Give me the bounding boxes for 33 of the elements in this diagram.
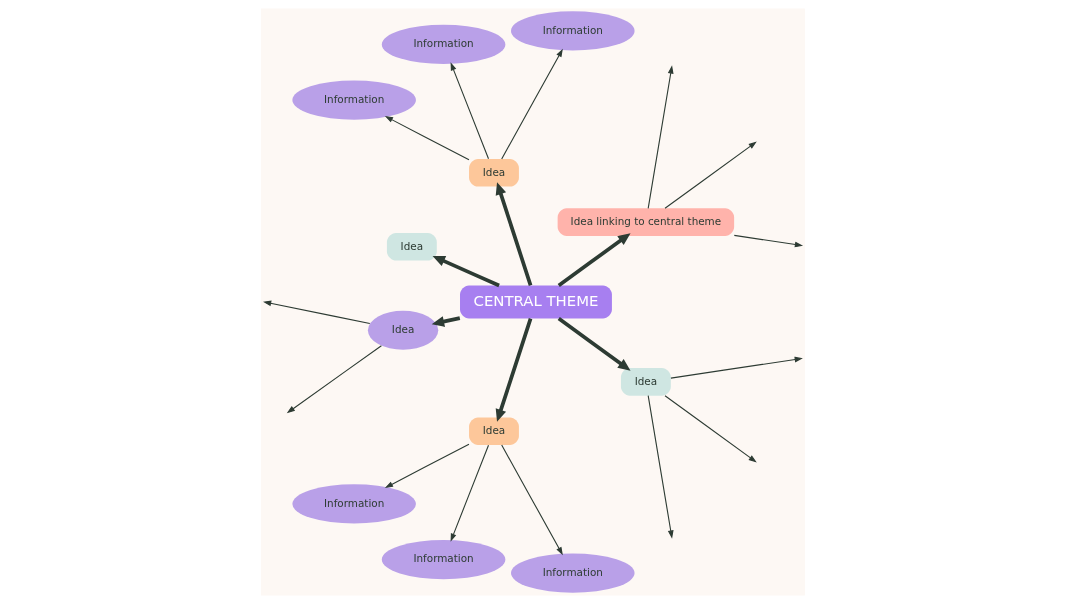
arrow: [500, 48, 563, 160]
node-ellipse: Information: [381, 539, 505, 580]
arrow: [557, 317, 631, 371]
arrow: [500, 444, 563, 556]
arrow: [669, 356, 803, 379]
node-box: Idea: [620, 368, 671, 396]
arrow: [647, 65, 674, 209]
node-box: Idea: [386, 232, 437, 261]
arrow: [286, 345, 382, 414]
node-box: CENTRAL THEME: [459, 285, 612, 319]
node-ellipse: Information: [510, 11, 635, 51]
arrow: [495, 318, 532, 422]
arrow: [663, 141, 757, 209]
arrow: [557, 233, 631, 287]
node-box: Idea: [468, 417, 519, 445]
arrow: [432, 255, 500, 288]
arrow: [384, 116, 470, 161]
arrow: [663, 395, 757, 463]
arrow: [647, 395, 674, 539]
node-ellipse: Information: [381, 24, 505, 65]
arrow: [450, 444, 489, 542]
arrow: [431, 316, 460, 327]
arrow: [450, 62, 489, 160]
node-ellipse: Information: [510, 553, 635, 593]
node-ellipse: Information: [291, 80, 416, 120]
arrow: [262, 300, 370, 325]
node-ellipse: Idea: [367, 310, 438, 350]
arrow: [733, 234, 803, 248]
node-box: Idea linking to central theme: [557, 208, 734, 236]
arrow: [384, 443, 470, 488]
node-box: Idea: [468, 159, 519, 187]
node-ellipse: Information: [291, 484, 416, 524]
arrow: [495, 182, 532, 286]
